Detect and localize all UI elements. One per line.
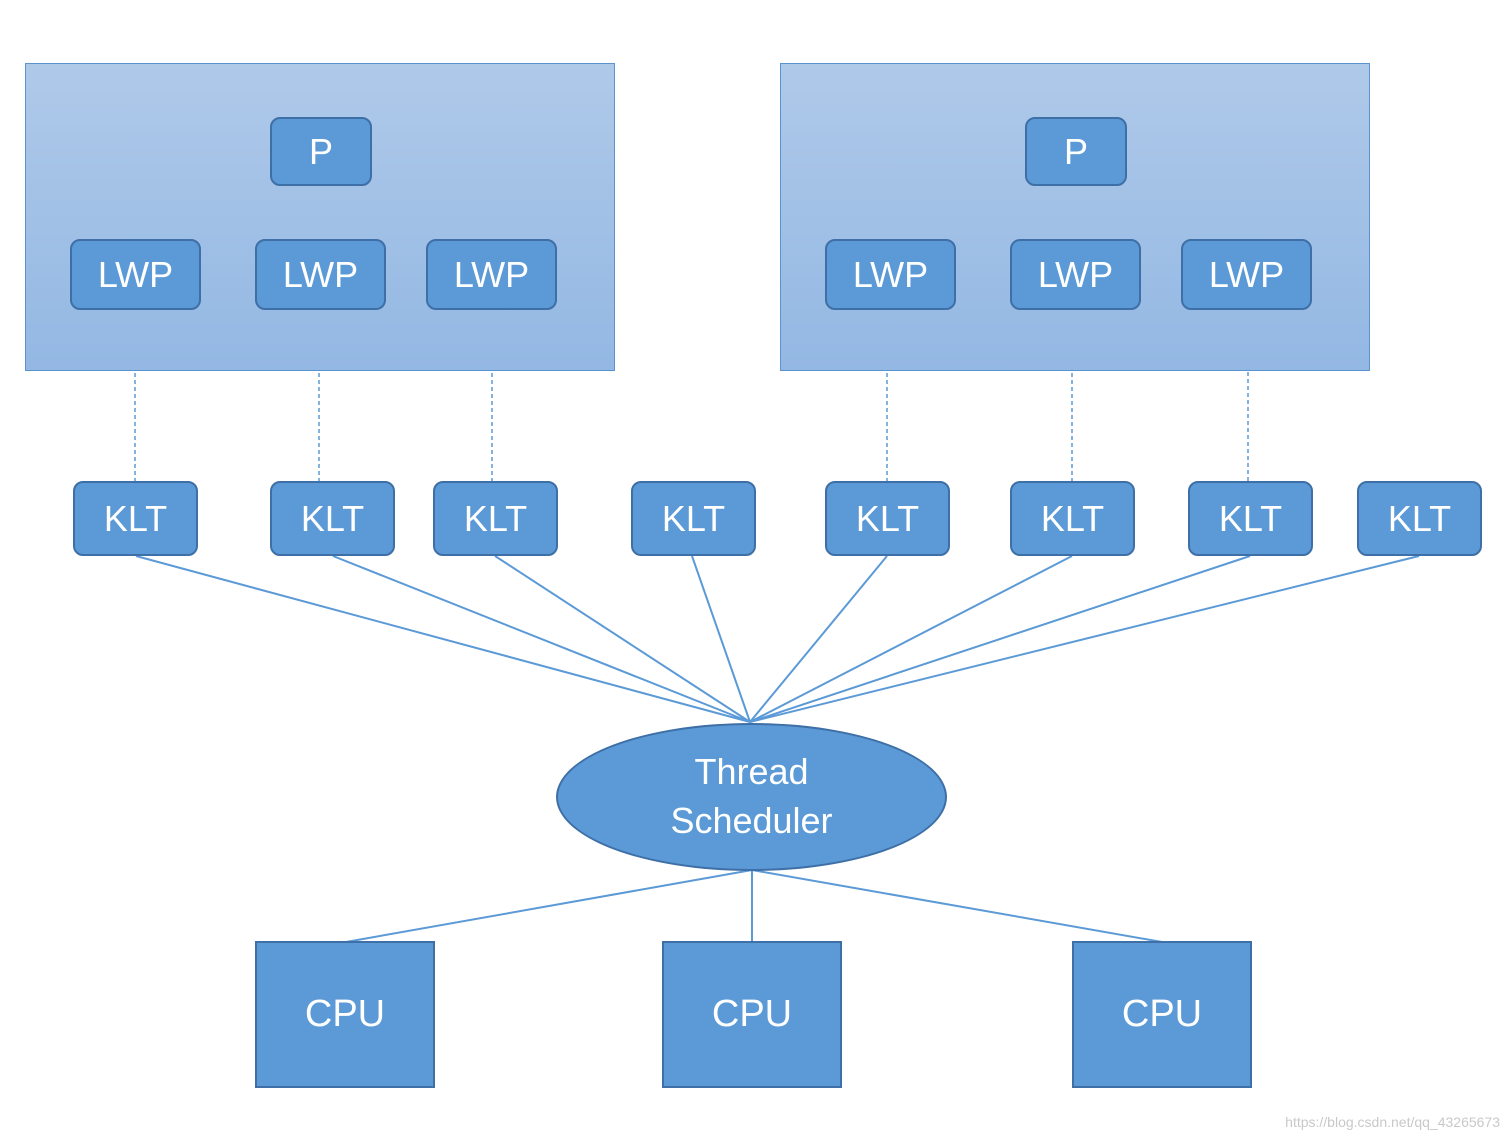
link-klt1-scheduler (135, 555, 751, 723)
lwp-node-2: LWP (255, 239, 386, 310)
link-klt3-scheduler (494, 555, 751, 723)
cpu-node-3: CPU (1072, 941, 1252, 1088)
klt-node-2: KLT (270, 481, 395, 556)
cpu-node-1: CPU (255, 941, 435, 1088)
scheduler-label-line2: Scheduler (670, 800, 833, 841)
klt-node-4: KLT (631, 481, 756, 556)
klt-node-3: KLT (433, 481, 558, 556)
process-node-2: P (1025, 117, 1127, 186)
watermark-url: https://blog.csdn.net/qq_43265673 (1285, 1114, 1500, 1130)
lwp-node-1: LWP (70, 239, 201, 310)
link-klt4-scheduler (691, 555, 751, 723)
link-scheduler-cpu1 (345, 869, 753, 943)
lwp-node-5: LWP (1010, 239, 1141, 310)
lwp-node-6: LWP (1181, 239, 1312, 310)
klt-node-8: KLT (1357, 481, 1482, 556)
link-klt8-scheduler (749, 555, 1420, 723)
scheduler-label-line1: Thread (694, 751, 809, 793)
klt-node-1: KLT (73, 481, 198, 556)
lwp-node-3: LWP (426, 239, 557, 310)
thread-scheduler: Thread Scheduler (556, 723, 947, 871)
klt-node-6: KLT (1010, 481, 1135, 556)
link-klt2-scheduler (332, 555, 751, 723)
process-node-1: P (270, 117, 372, 186)
process-container-2 (780, 63, 1370, 371)
cpu-node-2: CPU (662, 941, 842, 1088)
link-klt7-scheduler (749, 555, 1251, 723)
klt-node-5: KLT (825, 481, 950, 556)
link-scheduler-cpu3 (751, 869, 1163, 943)
link-klt6-scheduler (749, 555, 1073, 723)
klt-node-7: KLT (1188, 481, 1313, 556)
lwp-node-4: LWP (825, 239, 956, 310)
link-klt5-scheduler (749, 555, 888, 723)
process-container-1 (25, 63, 615, 371)
